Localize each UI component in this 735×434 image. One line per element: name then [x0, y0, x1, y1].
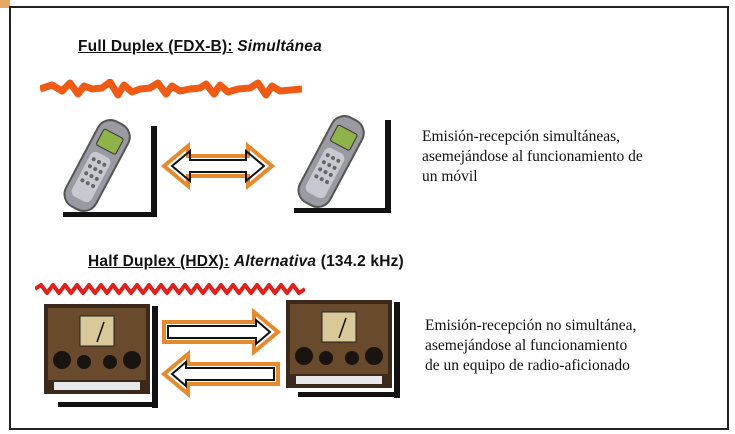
half-duplex-signal-wave: [35, 283, 305, 295]
full-duplex-description: Emisión-recepción simultáneas, asemejánd…: [422, 127, 643, 187]
full-duplex-label: Full Duplex (FDX-B):: [78, 38, 233, 55]
corner-accent: [0, 0, 10, 8]
description-line: de un equipo de radio-aficionado: [425, 357, 630, 374]
half-duplex-label: Half Duplex (HDX):: [88, 253, 230, 270]
description-line: asemejándose al funcionamiento de: [422, 148, 643, 165]
mobile-phone-icon: [63, 119, 157, 217]
description-line: Emisión-recepción no simultánea,: [425, 317, 637, 334]
half-duplex-frequency: (134.2 kHz): [320, 253, 404, 270]
bidirectional-arrow-icon: [160, 308, 282, 398]
full-duplex-signal-wave: [40, 79, 302, 99]
half-duplex-title: Half Duplex (HDX): Alternativa (134.2 kH…: [88, 253, 404, 271]
radio-transceiver-icon: [286, 300, 400, 398]
bidirectional-arrow-icon: [160, 141, 275, 191]
half-duplex-mode: Alternativa: [233, 253, 317, 270]
half-duplex-description: Emisión-recepción no simultánea, asemejá…: [425, 316, 636, 376]
radio-transceiver-icon: [44, 304, 158, 408]
full-duplex-mode: Simultánea: [237, 38, 322, 55]
description-line: Emisión-recepción simultáneas,: [422, 128, 620, 145]
description-line: un móvil: [422, 168, 478, 185]
mobile-phone-icon: [294, 115, 391, 213]
full-duplex-title: Full Duplex (FDX-B): Simultánea: [78, 38, 322, 56]
description-line: asemejándose al funcionamiento: [425, 337, 628, 354]
